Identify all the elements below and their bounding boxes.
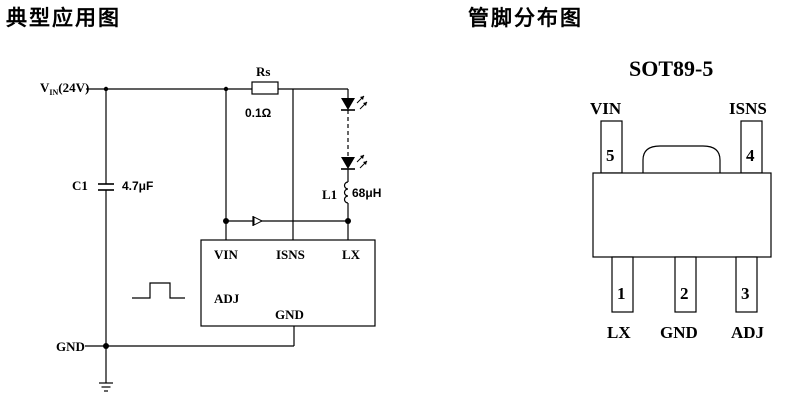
pin-5-number: 5: [606, 146, 615, 165]
adj-pwm-signal: [132, 282, 185, 299]
schottky-diode: [252, 216, 264, 226]
pin-4-number: 4: [746, 146, 755, 165]
ic-pin-gnd-label: GND: [275, 307, 304, 322]
led-top: [341, 95, 368, 111]
typical-application-heading: 典型应用图: [6, 6, 121, 30]
c1-value: 4.7μF: [122, 179, 153, 193]
ic-pin-vin-label: VIN: [214, 247, 238, 262]
pin-1-name: LX: [607, 323, 631, 342]
l1-label: L1: [322, 187, 337, 202]
gnd-rail-label: GND: [56, 339, 85, 354]
pin-1-number: 1: [617, 284, 626, 303]
ic-pin-adj-label: ADJ: [214, 291, 240, 306]
c1-label: C1: [72, 178, 88, 193]
ic-pin-lx-label: LX: [342, 247, 361, 262]
package-heat-tab: [642, 145, 721, 173]
driver-ic-body: [200, 239, 376, 327]
l1-value: 68μH: [352, 186, 381, 200]
pin-5-name: VIN: [590, 99, 622, 118]
pin-distribution-heading: 管脚分布图: [468, 6, 583, 30]
vin-label: VIN(24V): [40, 80, 89, 97]
junction-dot-diode-cathode: [223, 218, 229, 224]
pin-3-name: ADJ: [731, 323, 765, 342]
rs-resistor: [251, 81, 279, 95]
pin-1-lx-lead: [611, 256, 634, 313]
rs-value: 0.1Ω: [245, 106, 272, 120]
pin-3-number: 3: [741, 284, 750, 303]
junction-dot-vin: [103, 86, 109, 92]
junction-dot-gnd: [103, 343, 109, 349]
package-title: SOT89-5: [629, 56, 713, 81]
pin-2-name: GND: [660, 323, 698, 342]
junction-dot-vin-ic: [223, 86, 229, 92]
package-body: [592, 172, 772, 258]
l1-inductor: [343, 181, 349, 204]
pin-2-number: 2: [680, 284, 689, 303]
pin-4-name: ISNS: [729, 99, 767, 118]
pin-2-gnd-lead: [674, 256, 697, 313]
led-bottom: [341, 154, 368, 170]
ic-pin-isns-label: ISNS: [276, 247, 305, 262]
junction-dot-diode-anode: [345, 218, 351, 224]
rs-label: Rs: [256, 64, 270, 79]
pin-3-adj-lead: [735, 256, 758, 313]
